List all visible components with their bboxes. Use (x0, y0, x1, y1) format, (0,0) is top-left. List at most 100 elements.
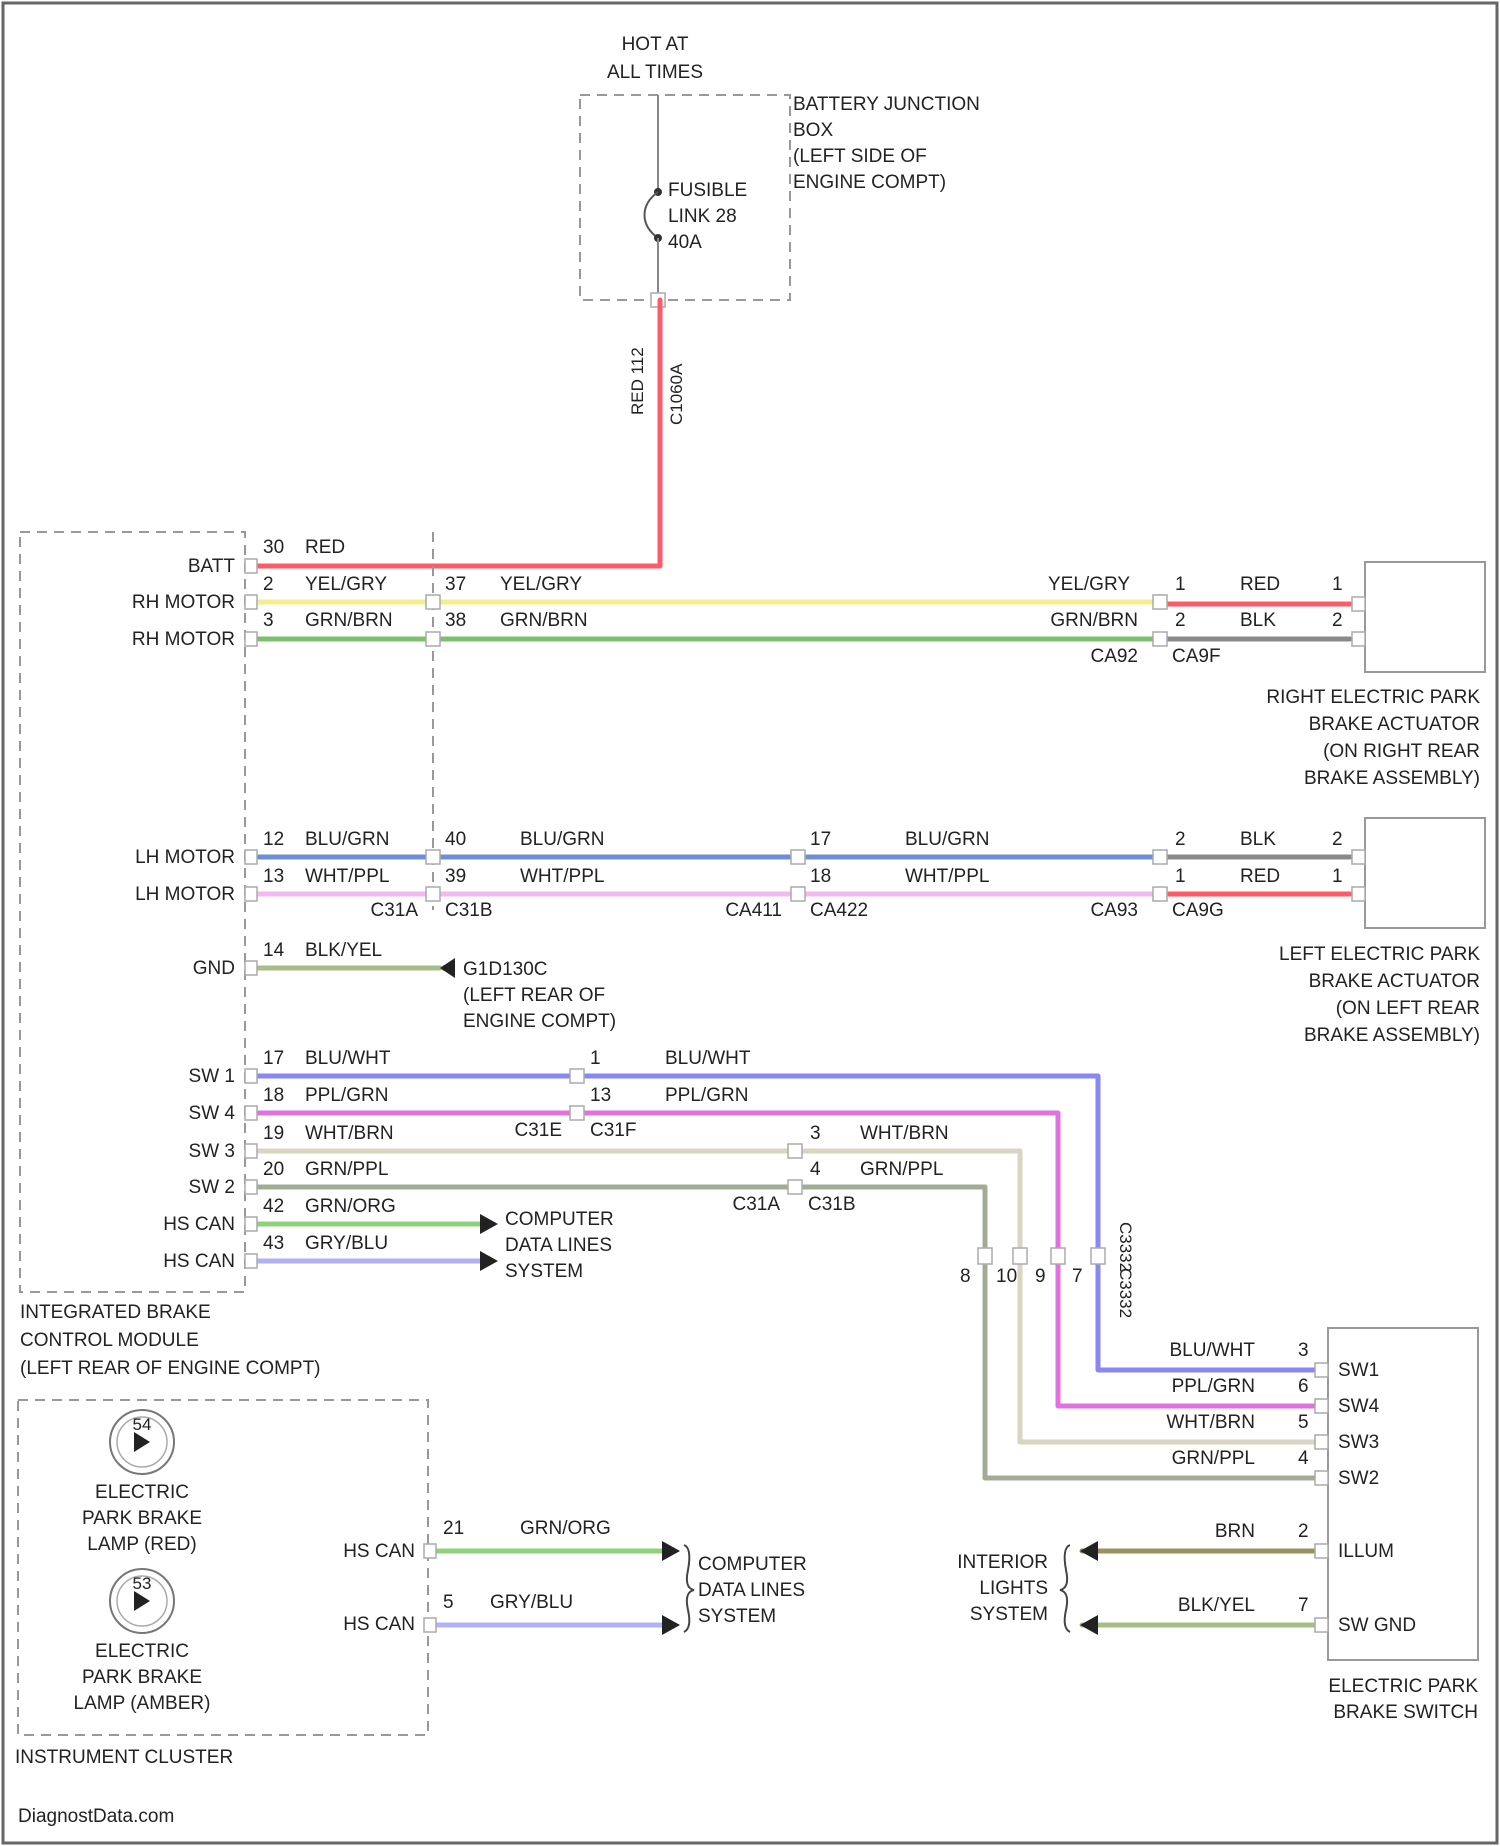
pin-label-lh-motor-2: LH MOTOR (135, 884, 235, 905)
lamp-amber-line3: LAMP (AMBER) (74, 1693, 211, 1714)
pin-label-sw2: SW 2 (189, 1177, 235, 1198)
sw-label-sw2: SW2 (1338, 1468, 1379, 1489)
wire-label-yel-gry-1: YEL/GRY (305, 574, 387, 595)
cdl-cluster-line1: COMPUTER (698, 1554, 807, 1575)
c31-pin (426, 887, 440, 901)
pin-num-43: 43 (263, 1233, 284, 1254)
ground-label-line2: (LEFT REAR OF (463, 985, 605, 1006)
power-wire-label: RED 112 (628, 347, 647, 415)
connector-ca9g: CA9G (1172, 900, 1224, 921)
ibcm-pin (245, 1144, 257, 1158)
cluster-name: INSTRUMENT CLUSTER (15, 1747, 233, 1768)
ground-label-line3: ENGINE COMPT) (463, 1011, 616, 1032)
pin-label-lh-motor-1: LH MOTOR (135, 847, 235, 868)
interior-lights-system: INTERIOR LIGHTS SYSTEM (957, 1541, 1098, 1635)
sw-conn-pin (788, 1144, 802, 1158)
connector-ca92: CA92 (1090, 646, 1138, 667)
cdl-label-line1: COMPUTER (505, 1209, 614, 1230)
cluster-hs-can-2: HS CAN (343, 1614, 415, 1635)
c3332-pin-9: 9 (1035, 1266, 1046, 1287)
pin-num-39: 39 (445, 866, 466, 887)
pin-num-18: 18 (263, 1085, 284, 1106)
wire-wht-brn (255, 1151, 1315, 1442)
connector-ca9f: CA9F (1172, 646, 1221, 667)
ibcm-pin (245, 1217, 257, 1231)
wire-label-wht-ppl-1: WHT/PPL (305, 866, 389, 887)
ra-wire-blk: BLK (1240, 610, 1276, 631)
sw-wire-ppl-grn: PPL/GRN (1172, 1376, 1255, 1397)
lamp-amber-code: 53 (133, 1574, 152, 1593)
la-pin1-right: 1 (1332, 866, 1343, 887)
wire-label-blu-wht-2: BLU/WHT (665, 1048, 751, 1069)
la-pin2-right: 2 (1332, 829, 1343, 850)
sw-pin-2: 2 (1298, 1521, 1309, 1542)
interior-line1: INTERIOR (957, 1552, 1048, 1573)
pin-num-3-sw: 3 (810, 1123, 821, 1144)
ibcm-name-line1: INTEGRATED BRAKE (20, 1302, 211, 1323)
sw-wire-grn-ppl: GRN/PPL (1172, 1448, 1255, 1469)
cluster-pin-5: 5 (443, 1592, 454, 1613)
pin-num-13: 13 (263, 866, 284, 887)
ra-pin2-right: 2 (1332, 610, 1343, 631)
right-actuator-box (1365, 562, 1485, 672)
computer-data-lines-system-cluster: COMPUTER DATA LINES SYSTEM (662, 1541, 807, 1635)
c3332-pin (1091, 1248, 1105, 1264)
ra-pin1-left: 1 (1175, 574, 1186, 595)
la-pin (1352, 887, 1365, 901)
ra-pin (1352, 632, 1365, 646)
interior-bracket (1060, 1545, 1070, 1632)
ibcm-pin (245, 1069, 257, 1083)
c3332-pin-8: 8 (960, 1266, 971, 1287)
pin-label-hs-can-1: HS CAN (163, 1214, 235, 1235)
c3332-pin (978, 1248, 992, 1264)
wire-label-blu-grn-2: BLU/GRN (520, 829, 604, 850)
la-pin1-left: 1 (1175, 866, 1186, 887)
pin-num-40: 40 (445, 829, 466, 850)
wire-label-blu-grn-1: BLU/GRN (305, 829, 389, 850)
sw-pin (1315, 1471, 1328, 1485)
lamp-red-code: 54 (133, 1415, 152, 1434)
ibcm-pin (245, 559, 257, 573)
switch-name-line2: BRAKE SWITCH (1333, 1702, 1478, 1723)
ra-conn-pin (1153, 632, 1167, 646)
ibcm-pin (245, 1180, 257, 1194)
cdl-label-line3: SYSTEM (505, 1261, 583, 1282)
c3332-pin (1013, 1248, 1027, 1264)
c3332-pin (1051, 1248, 1065, 1264)
electric-park-brake-switch: BLU/WHT 3 SW1 PPL/GRN 6 SW4 WHT/BRN 5 SW… (1166, 1328, 1478, 1723)
pin-num-1-c31f: 1 (590, 1048, 601, 1069)
ibcm-pins (245, 559, 257, 1268)
battery-junction-box: HOT AT ALL TIMES BATTERY JUNCTION BOX (L… (580, 34, 980, 307)
c31-pin (426, 632, 440, 646)
inline-connector-sw-c31a-c31b: 3 WHT/BRN 4 GRN/PPL C31A C31B (732, 1123, 948, 1215)
ra-name-line1: RIGHT ELECTRIC PARK (1266, 687, 1480, 708)
wire-red-batt (255, 300, 660, 566)
wire-label-yel-gry-2: YEL/GRY (500, 574, 582, 595)
sw-conn-pin (788, 1180, 802, 1194)
left-park-brake-actuator: 2 BLK 2 1 RED 1 CA93 CA9G LEFT ELECTRIC … (1090, 818, 1485, 1046)
c31e-pin (570, 1106, 584, 1120)
la-conn-pin (1153, 850, 1167, 864)
sw-pin (1315, 1363, 1328, 1377)
cdl-arrow-icon (480, 1251, 498, 1271)
lamp-amber-line1: ELECTRIC (95, 1641, 189, 1662)
pin-num-2: 2 (263, 574, 274, 595)
pin-label-hs-can-2: HS CAN (163, 1251, 235, 1272)
cdl-cluster-line2: DATA LINES (698, 1580, 805, 1601)
ra-name-line3: (ON RIGHT REAR (1323, 741, 1480, 762)
sw-label-sw4: SW4 (1338, 1396, 1380, 1417)
sw-pin-3: 3 (1298, 1340, 1309, 1361)
sw-pin (1315, 1544, 1328, 1558)
inline-connector-c31a-c31b: 37 YEL/GRY 38 GRN/BRN 40 BLU/GRN 39 WHT/… (370, 532, 604, 921)
wire-label-grn-brn-2: GRN/BRN (500, 610, 588, 631)
hot-at-all-times-line1: HOT AT (622, 34, 689, 55)
pin-num-18-mid: 18 (810, 866, 831, 887)
pin-num-37: 37 (445, 574, 466, 595)
connector-c3332-bot: C3332 (1116, 1268, 1135, 1318)
bjb-label-line4: ENGINE COMPT) (793, 172, 946, 193)
ibcm-pin (245, 961, 257, 975)
inline-connector-c31e-c31f: 1 BLU/WHT 13 PPL/GRN C31E C31F (514, 1048, 750, 1141)
la-name-line2: BRAKE ACTUATOR (1309, 971, 1480, 992)
pin-label-sw4: SW 4 (189, 1103, 236, 1124)
ibcm-pin (245, 850, 257, 864)
